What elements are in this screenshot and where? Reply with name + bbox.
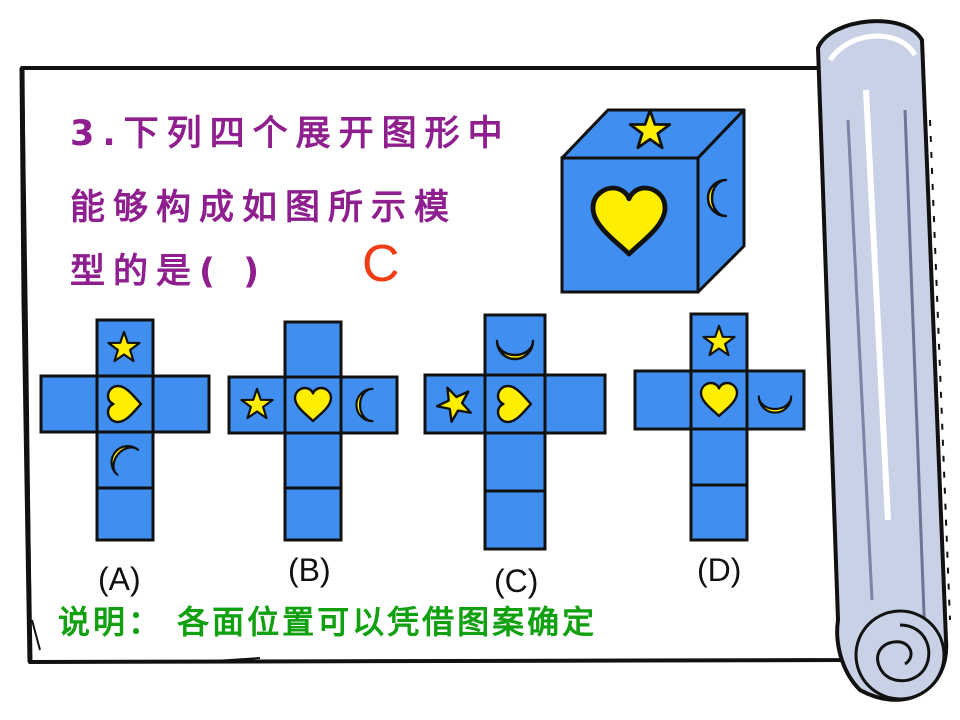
option-label-b: (B) <box>288 552 331 588</box>
net-a <box>39 318 211 542</box>
net-d <box>633 312 806 542</box>
question-line-2: 能够构成如图所示模 <box>70 188 458 228</box>
option-label-a: (A) <box>98 561 141 597</box>
net-b <box>227 320 399 542</box>
option-label-c: (C) <box>494 563 539 599</box>
question-line-1: 3.下列四个展开图形中 <box>70 114 511 154</box>
cube-model <box>560 108 746 294</box>
answer-text: C <box>362 235 400 293</box>
net-c <box>423 313 607 551</box>
question-line-3: 型的是( ) <box>70 252 268 292</box>
scroll-decoration <box>816 19 951 702</box>
option-label-d: (D) <box>697 552 742 588</box>
explanation-note: 说明： 各面位置可以凭借图案确定 <box>58 603 598 641</box>
